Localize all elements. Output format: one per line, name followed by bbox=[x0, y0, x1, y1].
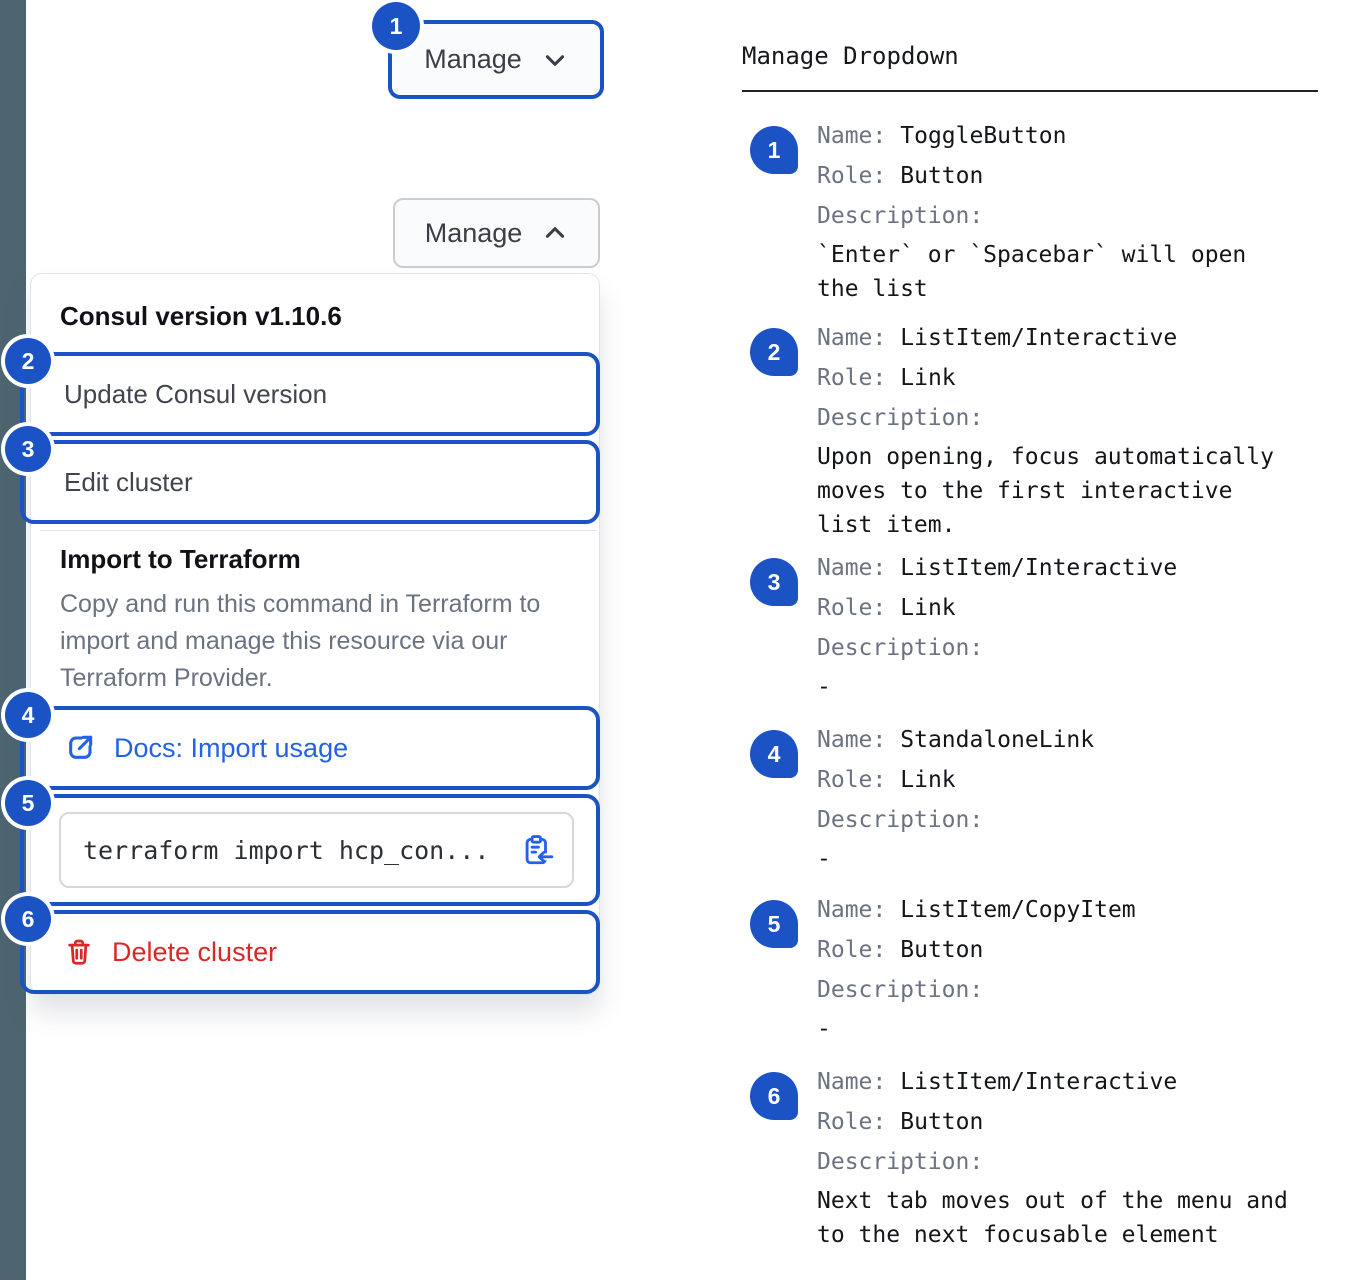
description-label: Description: bbox=[817, 405, 984, 431]
description-value: Upon opening, focus automatically moves … bbox=[817, 444, 1274, 538]
name-label: Name: bbox=[817, 123, 887, 149]
menu-item-edit-cluster[interactable]: Edit cluster bbox=[20, 440, 600, 524]
role-label: Role: bbox=[817, 937, 887, 963]
name-label: Name: bbox=[817, 1069, 887, 1095]
annotation-entry-3: 3 Name: ListItem/Interactive Role: Link De… bbox=[742, 548, 1332, 704]
menu-item-label: Edit cluster bbox=[64, 466, 193, 497]
chevron-down-icon bbox=[545, 54, 564, 66]
manage-toggle-button-open[interactable]: Manage bbox=[393, 198, 600, 268]
description-value: - bbox=[817, 674, 831, 700]
terraform-command-field[interactable]: terraform import hcp_con... bbox=[59, 812, 574, 888]
role-label: Role: bbox=[817, 767, 887, 793]
annotation-badge-4: 4 bbox=[5, 692, 51, 738]
annotation-badge-2-marker: 2 bbox=[750, 328, 798, 376]
name-label: Name: bbox=[817, 325, 887, 351]
annotation-badge-1-marker: 1 bbox=[750, 126, 798, 174]
role-label: Role: bbox=[817, 1109, 887, 1135]
name-value: ListItem/Interactive bbox=[900, 555, 1178, 581]
description-label: Description: bbox=[817, 977, 984, 1003]
menu-item-copy-command: terraform import hcp_con... bbox=[20, 794, 600, 906]
description-label: Description: bbox=[817, 807, 984, 833]
annotation-badge-6-marker: 6 bbox=[750, 1072, 798, 1120]
annotation-badge-3: 3 bbox=[5, 426, 51, 472]
name-value: StandaloneLink bbox=[900, 727, 1095, 753]
name-value: ListItem/Interactive bbox=[900, 1069, 1178, 1095]
role-label: Role: bbox=[817, 595, 887, 621]
role-value: Link bbox=[900, 767, 956, 793]
annotation-badge-5: 5 bbox=[5, 780, 51, 826]
annotations-title: Manage Dropdown bbox=[742, 42, 959, 70]
description-label: Description: bbox=[817, 1149, 984, 1175]
chevron-up-icon bbox=[546, 227, 565, 238]
name-label: Name: bbox=[817, 897, 887, 923]
external-link-icon bbox=[69, 735, 93, 759]
docs-link-label: Docs: Import usage bbox=[114, 732, 349, 763]
annotation-entry-5: 5 Name: ListItem/CopyItem Role: Button Des… bbox=[742, 890, 1332, 1046]
name-label: Name: bbox=[817, 555, 887, 581]
annotation-badge-1: 1 bbox=[372, 2, 420, 50]
role-label: Role: bbox=[817, 163, 887, 189]
import-section-description: Copy and run this command in Terraform t… bbox=[60, 590, 541, 692]
annotation-entry-2: 2 Name: ListItem/Interactive Role: Link De… bbox=[742, 318, 1332, 542]
annotation-entry-6: 6 Name:ListItem/Interactive Role:Button … bbox=[742, 1062, 1332, 1252]
annotation-badge-3-marker: 3 bbox=[750, 558, 798, 606]
menu-item-update-consul-version[interactable]: Update Consul version bbox=[20, 352, 600, 436]
description-value: Next tab moves out of the menu and to th… bbox=[817, 1188, 1288, 1248]
role-value: Link bbox=[900, 595, 956, 621]
clipboard-copy-icon[interactable] bbox=[520, 833, 554, 867]
terraform-command-text: terraform import hcp_con... bbox=[83, 835, 490, 865]
docs-link[interactable]: Docs: Import usage bbox=[64, 732, 348, 764]
description-label: Description: bbox=[817, 635, 984, 661]
annotation-badge-5-marker: 5 bbox=[750, 900, 798, 948]
manage-button-label: Manage bbox=[424, 217, 523, 248]
menu-item-docs-import-usage[interactable]: Docs: Import usage bbox=[20, 706, 600, 790]
annotation-badge-4-marker: 4 bbox=[750, 730, 798, 778]
annotations-title-rule bbox=[742, 90, 1318, 92]
annotation-entry-4: 4 Name: StandaloneLink Role: Link Descript… bbox=[742, 720, 1332, 876]
menu-item-label: Update Consul version bbox=[64, 378, 328, 409]
role-value: Button bbox=[900, 1109, 984, 1135]
annotation-entry-1: 1 Name: ToggleButton Role: Button Descript… bbox=[742, 116, 1332, 306]
description-value: - bbox=[817, 1016, 831, 1042]
manage-toggle-button-closed[interactable]: Manage bbox=[388, 20, 604, 99]
delete-cluster-label: Delete cluster bbox=[112, 936, 278, 967]
manage-button-label: Manage bbox=[424, 44, 522, 74]
annotation-badge-2: 2 bbox=[5, 338, 51, 384]
trash-icon bbox=[68, 939, 90, 965]
role-value: Link bbox=[900, 365, 956, 391]
description-label: Description: bbox=[817, 203, 984, 229]
description-value: `Enter` or `Spacebar` will open the list bbox=[817, 242, 1247, 302]
name-value: ToggleButton bbox=[900, 123, 1067, 149]
menu-item-delete-cluster[interactable]: Delete cluster bbox=[20, 910, 600, 994]
name-label: Name: bbox=[817, 727, 887, 753]
dropdown-divider bbox=[40, 530, 597, 531]
annotation-badge-6: 6 bbox=[5, 896, 51, 942]
import-section-title: Import to Terraform bbox=[60, 544, 301, 574]
name-value: ListItem/CopyItem bbox=[900, 897, 1136, 923]
name-value: ListItem/Interactive bbox=[900, 325, 1178, 351]
role-value: Button bbox=[900, 163, 984, 189]
role-value: Button bbox=[900, 937, 984, 963]
description-value: - bbox=[817, 846, 831, 872]
dropdown-version-label: Consul version v1.10.6 bbox=[60, 301, 342, 331]
role-label: Role: bbox=[817, 365, 887, 391]
sidebar-strip bbox=[0, 0, 26, 1280]
